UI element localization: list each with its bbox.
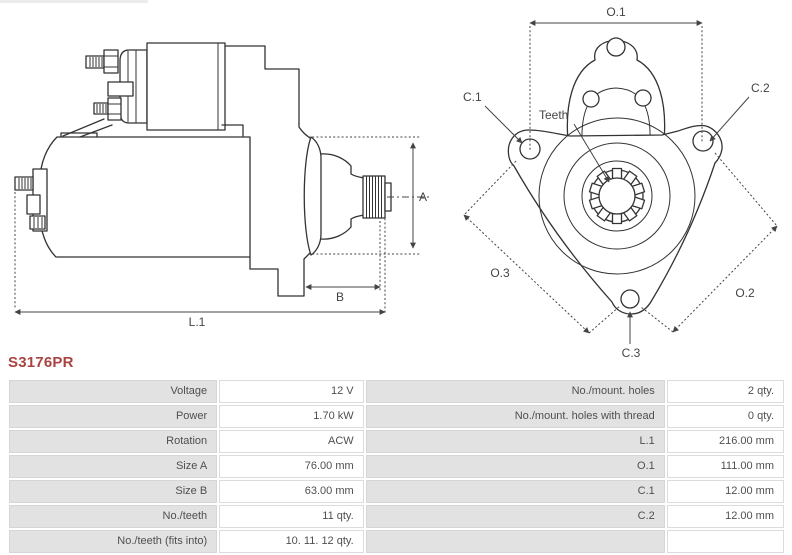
spec-label-size-b: Size B [9, 480, 218, 503]
table-row: Size B 63.00 mm C.1 12.00 mm [9, 480, 784, 503]
leader-teeth: Teeth [539, 108, 610, 183]
spec-label-power: Power [9, 405, 218, 428]
table-row: Size A 76.00 mm O.1 111.00 mm [9, 455, 784, 478]
dimension-a: A [308, 136, 431, 255]
table-row: Rotation ACW L.1 216.00 mm [9, 430, 784, 453]
spec-label-mount-holes: No./mount. holes [365, 380, 665, 403]
spec-label-size-a: Size A [9, 455, 218, 478]
dimension-l1: L.1 [14, 192, 386, 329]
spec-value-mount-holes-thread: 0 qty. [666, 405, 784, 428]
table-row: Voltage 12 V No./mount. holes 2 qty. [9, 380, 784, 403]
spec-value-o1: 111.00 mm [666, 455, 784, 478]
spec-label-teeth: No./teeth [9, 505, 218, 528]
solenoid [62, 42, 226, 138]
spec-label-teeth-fits-into: No./teeth (fits into) [9, 530, 218, 553]
table-row: No./teeth 11 qty. C.2 12.00 mm [9, 505, 784, 528]
mounting-holes [519, 130, 714, 309]
teeth-label: Teeth [539, 108, 568, 122]
spec-value-c1: 12.00 mm [666, 480, 784, 503]
dim-o1-label: O.1 [606, 5, 626, 19]
dim-o2-label: O.2 [735, 286, 755, 300]
spec-table: Voltage 12 V No./mount. holes 2 qty. Pow… [7, 378, 786, 555]
spec-label-c1: C.1 [365, 480, 665, 503]
spec-value-empty [666, 530, 784, 553]
spec-label-rotation: Rotation [9, 430, 218, 453]
dimension-o1: O.1 [529, 5, 703, 150]
spec-value-c2: 12.00 mm [666, 505, 784, 528]
dim-b-label: B [336, 290, 344, 304]
spec-label-o1: O.1 [365, 455, 665, 478]
spec-label-l1: L.1 [365, 430, 665, 453]
pinion-gear-front [588, 167, 646, 225]
top-arch-bracket [566, 37, 666, 151]
starter-side-view-drawing: A B L.1 [14, 42, 431, 329]
watermark-artifact [0, 0, 148, 3]
spec-value-rotation: ACW [219, 430, 364, 453]
dim-c3-label: C.3 [622, 346, 641, 360]
spec-label-empty [365, 530, 665, 553]
leader-c2: C.2 [709, 81, 770, 142]
table-row: No./teeth (fits into) 10. 11. 12 qty. [9, 530, 784, 553]
motor-body [14, 132, 251, 258]
dim-l1-label: L.1 [189, 315, 206, 329]
spec-value-power: 1.70 kW [219, 405, 364, 428]
spec-value-voltage: 12 V [219, 380, 364, 403]
drive-end-bracket [221, 45, 365, 297]
spec-value-size-a: 76.00 mm [219, 455, 364, 478]
pinion-shaft [362, 175, 392, 219]
spec-value-mount-holes: 2 qty. [666, 380, 784, 403]
table-row: Power 1.70 kW No./mount. holes with thre… [9, 405, 784, 428]
spec-value-size-b: 63.00 mm [219, 480, 364, 503]
spec-label-c2: C.2 [365, 505, 665, 528]
dim-c2-label: C.2 [751, 81, 770, 95]
leader-c3: C.3 [622, 311, 641, 360]
spec-label-mount-holes-thread: No./mount. holes with thread [365, 405, 665, 428]
dimension-o3: O.3 [463, 160, 621, 334]
leader-c1: C.1 [463, 90, 523, 144]
dim-c1-label: C.1 [463, 90, 482, 104]
dim-o3-label: O.3 [490, 266, 510, 280]
spec-label-voltage: Voltage [9, 380, 218, 403]
spec-value-teeth-fits-into: 10. 11. 12 qty. [219, 530, 364, 553]
part-number: S3176PR [8, 354, 74, 371]
spec-value-teeth: 11 qty. [219, 505, 364, 528]
dimension-o2: O.2 [640, 152, 778, 333]
dim-a-label: A [419, 190, 427, 204]
spec-value-l1: 216.00 mm [666, 430, 784, 453]
dimension-b: B [305, 214, 386, 313]
starter-front-view-drawing: O.1 O.3 O.2 C.1 C.2 C.3 Teeth [463, 5, 778, 360]
